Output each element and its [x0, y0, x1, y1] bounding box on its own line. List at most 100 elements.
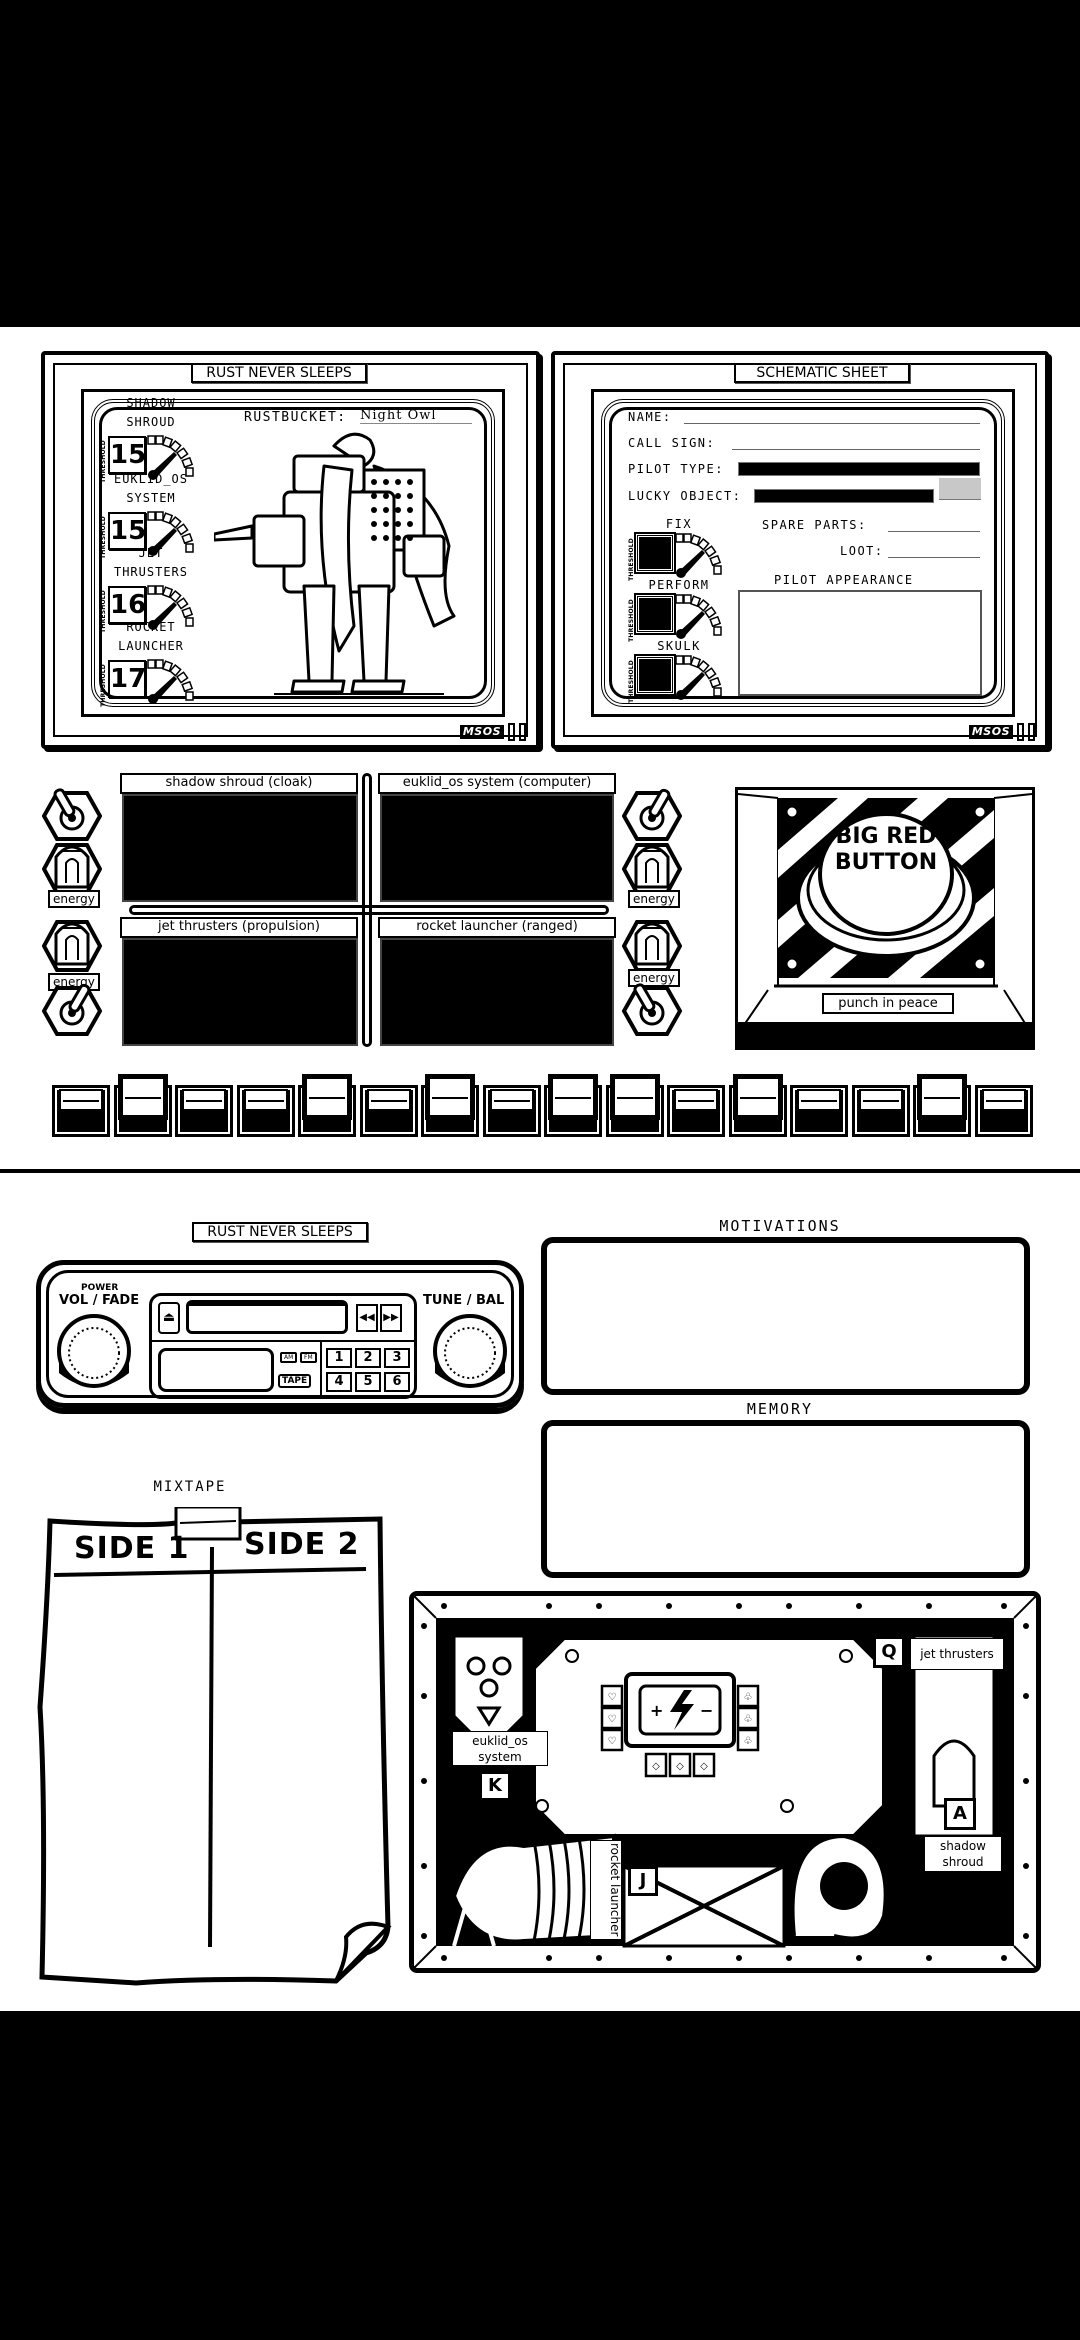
skill-value-input[interactable] — [634, 593, 676, 635]
side2-tracklist[interactable] — [216, 1577, 366, 1957]
big-red-button[interactable]: BIG RED BUTTON — [834, 824, 938, 875]
rocker-switch-13[interactable] — [790, 1077, 848, 1137]
preset-button-2[interactable]: 2 — [355, 1348, 381, 1368]
preset-button-3[interactable]: 3 — [384, 1348, 410, 1368]
rocker-switch-12[interactable] — [729, 1077, 787, 1137]
rocker-down — [59, 1089, 103, 1111]
rustbucket-name-field[interactable]: Night Owl — [360, 408, 472, 424]
side1-tracklist[interactable] — [58, 1579, 204, 1959]
toggle-switch-icon[interactable] — [42, 982, 102, 1040]
energy-label: energy — [628, 969, 680, 987]
gauge-icon — [147, 659, 194, 704]
tape-button[interactable]: TAPE — [278, 1374, 312, 1388]
button-caption: punch in peace — [822, 993, 954, 1014]
threshold-label: THRESHOLD — [628, 660, 635, 703]
svg-text:♧: ♧ — [744, 1736, 753, 1747]
msos-logo: MSOS — [968, 723, 1035, 741]
system-title-shadow-shroud: shadow shroud (cloak) — [120, 773, 358, 794]
fast-forward-button[interactable]: ▶▶ — [380, 1304, 402, 1332]
preset-button-1[interactable]: 1 — [326, 1348, 352, 1368]
skill-value-input[interactable] — [634, 654, 676, 696]
system-divider — [362, 773, 372, 1047]
rocker-switch-10[interactable] — [606, 1077, 664, 1137]
schematic-plate: SCHEMATIC SHEET — [734, 363, 910, 383]
loot-field[interactable] — [888, 544, 980, 558]
pilot-appearance-label: PILOT APPEARANCE — [774, 573, 914, 587]
rocker-switch-7[interactable] — [421, 1077, 479, 1137]
engine-label-jet-thrusters: jet thrusters — [910, 1638, 1004, 1670]
system-notes-euklid-os[interactable] — [380, 794, 614, 902]
rocker-switch-8[interactable] — [483, 1077, 541, 1137]
tune-bal-knob[interactable] — [431, 1311, 509, 1395]
preset-button-5[interactable]: 5 — [355, 1372, 381, 1392]
preset-button-6[interactable]: 6 — [384, 1372, 410, 1392]
gauge-icon — [675, 594, 722, 639]
stat-jet-thrusters: THRESHOLD 16 — [100, 584, 200, 633]
toggle-switch-icon[interactable] — [622, 982, 682, 1040]
gauge-icon — [147, 585, 194, 630]
lucky-object-field[interactable] — [754, 489, 934, 503]
eject-icon: ⏏ — [162, 1310, 176, 1325]
preset-button-4[interactable]: 4 — [326, 1372, 352, 1392]
rustbucket-monitor: RUST NEVER SLEEPS RUSTBUCKET: Night Owl … — [41, 351, 540, 749]
rocker-switch-16[interactable] — [975, 1077, 1033, 1137]
rocker-up — [736, 1077, 780, 1117]
rocker-switch-1[interactable] — [52, 1077, 110, 1137]
spare-parts-field[interactable] — [888, 518, 980, 532]
toggle-switch-icon[interactable] — [42, 787, 102, 845]
threshold-value-input[interactable]: 15 — [108, 436, 146, 474]
spare-parts-label: SPARE PARTS: — [762, 518, 867, 532]
call-sign-label: CALL SIGN: — [628, 436, 716, 450]
engine-label-euklid-os: euklid_os system — [452, 1731, 548, 1766]
rocker-switch-6[interactable] — [360, 1077, 418, 1137]
pilot-type-field[interactable] — [738, 462, 980, 476]
lucky-object-label: LUCKY OBJECT: — [628, 489, 742, 503]
vol-fade-knob[interactable] — [55, 1311, 133, 1395]
engine-label-shadow-shroud: shadow shroud — [924, 1836, 1002, 1872]
svg-text:♡: ♡ — [608, 1714, 617, 1725]
skill-label-perform: PERFORM — [648, 578, 710, 592]
engine-label-rocket-launcher: rocket launcher — [590, 1840, 622, 1940]
name-field[interactable] — [684, 410, 980, 424]
am-button[interactable]: AM — [280, 1352, 298, 1363]
stat-euklid-os-system: THRESHOLD 15 — [100, 510, 200, 559]
memory-field[interactable] — [541, 1420, 1030, 1578]
skill-value-input[interactable] — [634, 532, 676, 574]
motivations-field[interactable] — [541, 1237, 1030, 1395]
toggle-switch-icon[interactable] — [622, 787, 682, 845]
rocker-switch-9[interactable] — [544, 1077, 602, 1137]
mech-illustration — [214, 432, 456, 695]
threshold-value-input[interactable]: 16 — [108, 586, 146, 624]
name-label: NAME: — [628, 410, 672, 424]
schematic-monitor: SCHEMATIC SHEET NAME: CALL SIGN: PILOT T… — [551, 351, 1049, 749]
button-housing — [738, 793, 1032, 1047]
rocker-switch-14[interactable] — [852, 1077, 910, 1137]
rocker-switch-11[interactable] — [667, 1077, 725, 1137]
rewind-button[interactable]: ◀◀ — [356, 1304, 378, 1332]
fm-button[interactable]: FM — [300, 1352, 317, 1363]
call-sign-field[interactable] — [732, 436, 980, 450]
stat-shadow-shroud: THRESHOLD 15 — [100, 434, 200, 483]
eject-button[interactable]: ⏏ — [158, 1302, 180, 1334]
threshold-value-input[interactable]: 17 — [108, 660, 146, 698]
indicator-light-icon — [42, 843, 102, 895]
system-notes-shadow-shroud[interactable] — [122, 794, 358, 902]
memory-label: MEMORY — [746, 1400, 814, 1418]
rocker-switch-4[interactable] — [237, 1077, 295, 1137]
rocker-switch-15[interactable] — [913, 1077, 971, 1137]
rocker-switch-5[interactable] — [298, 1077, 356, 1137]
rocker-switch-3[interactable] — [175, 1077, 233, 1137]
rocker-down — [367, 1089, 411, 1111]
system-notes-rocket-launcher[interactable] — [380, 938, 614, 1046]
lucky-object-select[interactable] — [939, 478, 981, 500]
threshold-value-input[interactable]: 15 — [108, 512, 146, 550]
pilot-appearance-field[interactable] — [738, 590, 982, 696]
indicator-light-icon — [622, 843, 682, 895]
system-notes-jet-thrusters[interactable] — [122, 938, 358, 1046]
rocker-up — [305, 1077, 349, 1117]
page-divider — [0, 1169, 1080, 1173]
rocker-switch-2[interactable] — [114, 1077, 172, 1137]
